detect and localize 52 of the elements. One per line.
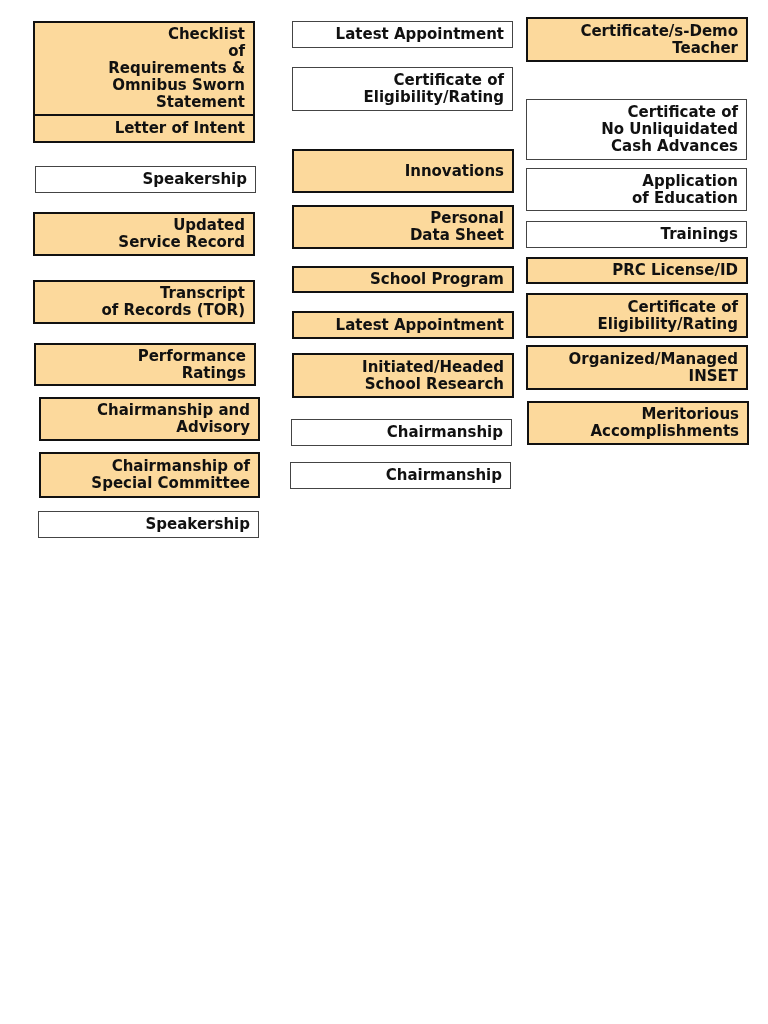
requirement-label: Certificate of Eligibility/Rating xyxy=(363,72,504,106)
requirement-box xyxy=(34,343,256,386)
requirement-label: Speakership xyxy=(142,171,247,188)
requirement-box xyxy=(526,168,747,211)
requirement-box xyxy=(526,293,748,338)
requirement-label: Checklist of Requirements & Omnibus Sworn Statement xyxy=(108,26,245,111)
requirement-box xyxy=(290,462,511,489)
requirement-box xyxy=(33,114,255,143)
requirement-label: Speakership xyxy=(145,516,250,533)
requirement-label: Latest Appointment xyxy=(335,316,504,334)
requirement-box xyxy=(292,67,513,111)
requirement-label: Organized/Managed INSET xyxy=(568,350,738,385)
requirement-label: School Program xyxy=(370,271,504,288)
requirement-label: Innovations xyxy=(404,162,504,180)
requirement-box xyxy=(292,353,514,398)
requirement-box xyxy=(292,149,514,193)
requirement-label: Personal Data Sheet xyxy=(409,210,504,244)
requirement-label: Letter of Intent xyxy=(114,120,245,137)
requirement-box xyxy=(39,397,260,441)
requirement-box xyxy=(33,212,255,256)
requirement-box xyxy=(35,166,256,193)
requirement-box xyxy=(33,280,255,324)
requirement-box xyxy=(292,311,514,339)
requirement-box xyxy=(526,221,747,248)
requirement-label: Performance Ratings xyxy=(137,347,246,382)
requirement-label: Latest Appointment xyxy=(335,26,504,43)
requirement-box xyxy=(292,205,514,249)
requirement-label: Chairmanship xyxy=(386,424,503,441)
requirement-box xyxy=(526,345,748,390)
requirement-box xyxy=(526,99,747,160)
requirement-label: PRC License/ID xyxy=(612,262,738,279)
requirement-label: Certificate of Eligibility/Rating xyxy=(597,298,738,333)
requirement-label: Trainings xyxy=(660,226,738,243)
requirement-label: Chairmanship and Advisory xyxy=(96,402,250,436)
requirement-box xyxy=(38,511,259,538)
requirement-label: Initiated/Headed School Research xyxy=(362,358,504,393)
requirement-box xyxy=(291,419,512,446)
requirement-label: Transcript of Records (TOR) xyxy=(101,285,245,319)
requirement-label: Chairmanship of Special Committee xyxy=(91,458,250,492)
requirement-box xyxy=(527,401,749,445)
requirement-label: Chairmanship xyxy=(385,467,502,484)
requirement-label: Updated Service Record xyxy=(118,217,245,251)
requirement-box xyxy=(292,21,513,48)
requirement-label: Meritorious Accomplishments xyxy=(590,406,739,440)
requirement-label: Certificate/s-Demo Teacher xyxy=(580,22,738,57)
requirement-label: Certificate of No Unliquidated Cash Advances xyxy=(601,104,738,155)
requirement-box xyxy=(33,21,255,116)
requirement-box xyxy=(292,266,514,293)
requirement-box xyxy=(526,17,748,62)
requirement-label: Application of Education xyxy=(631,172,738,207)
requirement-box xyxy=(526,257,748,284)
requirement-box xyxy=(39,452,260,498)
